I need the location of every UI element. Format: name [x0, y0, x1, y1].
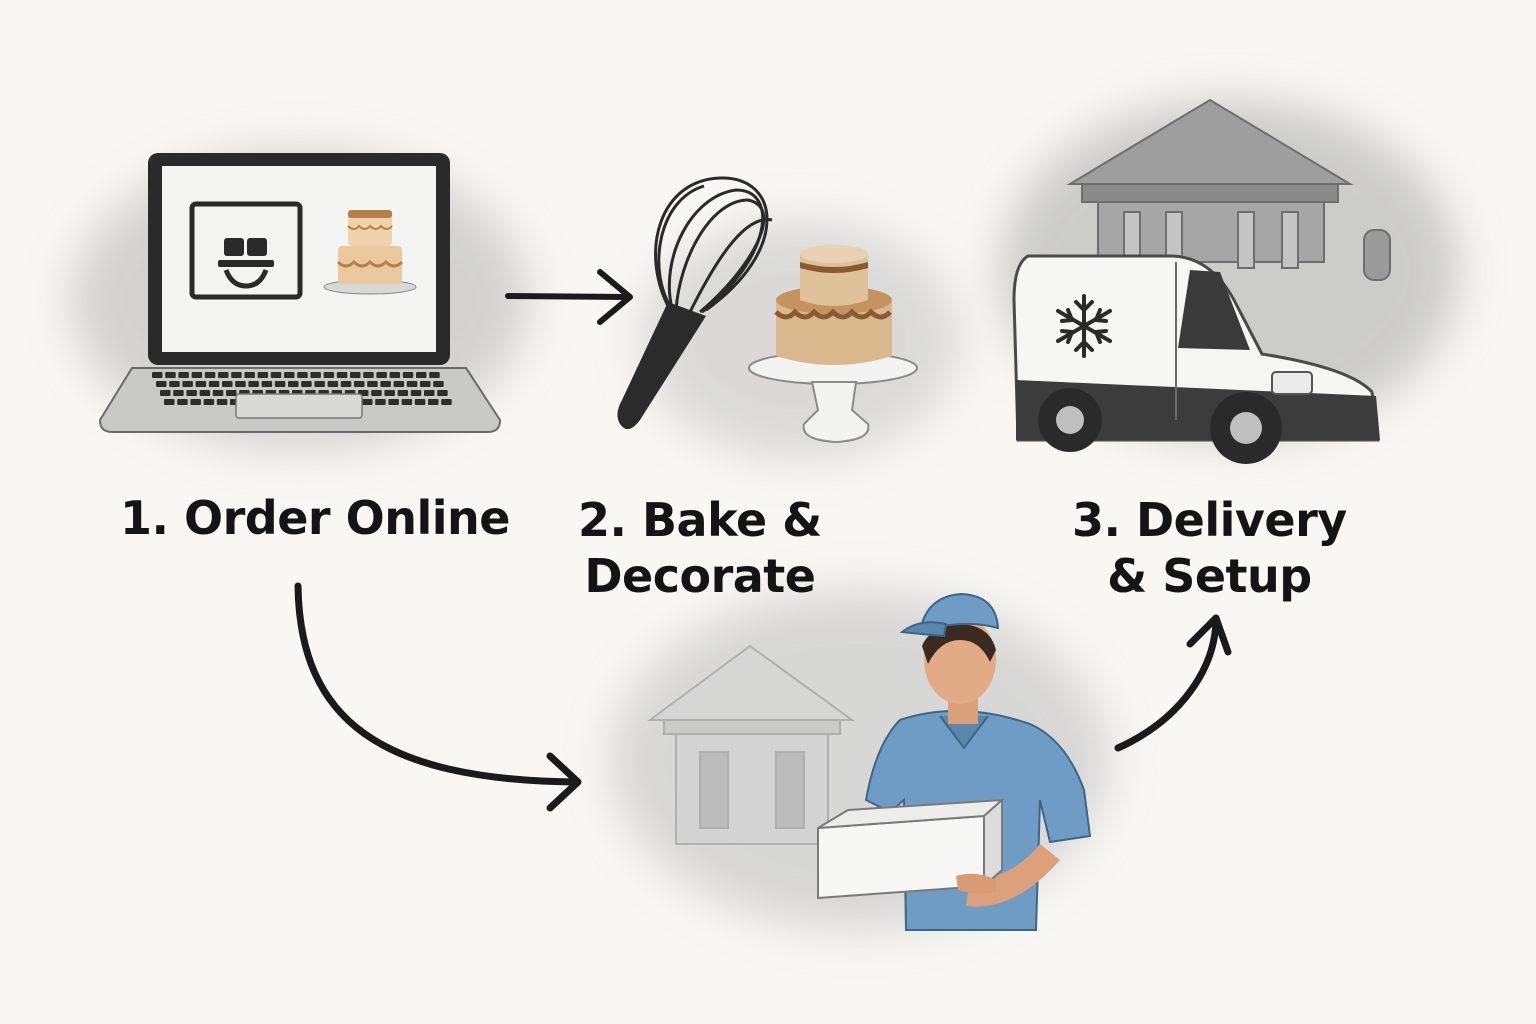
keyboard-key [416, 372, 427, 378]
keyboard-key [203, 399, 215, 405]
keyboard-key [190, 399, 201, 405]
keyboard-key [388, 399, 399, 405]
keyboard-key [156, 381, 167, 387]
step-2-label-line1: 2. Bake & [578, 493, 822, 547]
keyboard-key [212, 390, 224, 396]
step-1-label-line1: 1. Order Online [120, 491, 510, 545]
keyboard-key [414, 399, 426, 405]
keyboard-key [284, 372, 295, 378]
keyboard-key [354, 381, 365, 387]
keyboard-key [363, 372, 374, 378]
keyboard-key [226, 390, 237, 396]
keyboard-key [401, 399, 413, 405]
keyboard-key [169, 381, 180, 387]
laptop-icon [98, 153, 502, 433]
keyboard-key [257, 372, 269, 378]
keyboard-key [165, 372, 176, 378]
whisk-icon [617, 176, 773, 430]
arrow-order-to-bake [505, 269, 633, 325]
step-1-label: 1. Order Online [120, 490, 510, 546]
keyboard-key [410, 390, 422, 396]
cake-box-icon [817, 797, 1005, 900]
step-3-label-line1: 3. Delivery [1072, 493, 1347, 547]
keyboard-key [218, 372, 229, 378]
keyboard-key [323, 372, 335, 378]
keyboard-key [384, 390, 395, 396]
keyboard-key [397, 390, 409, 396]
keyboard-key [244, 372, 255, 378]
keyboard-key [327, 381, 339, 387]
step-2-label: 2. Bake & Decorate [578, 492, 822, 604]
keyboard-key [274, 381, 286, 387]
keyboard-key [222, 381, 233, 387]
keyboard-key [402, 372, 414, 378]
delivery-van-icon [1012, 254, 1380, 464]
keyboard-key [340, 381, 352, 387]
keyboard-key [429, 372, 440, 378]
step-3-label-line2: & Setup [1107, 549, 1312, 603]
keyboard-key [433, 381, 444, 387]
keyboard-key [301, 381, 312, 387]
keyboard-key [420, 381, 431, 387]
keyboard-key [288, 381, 299, 387]
keyboard-key [216, 399, 228, 405]
keyboard-key [208, 381, 220, 387]
keyboard-key [231, 372, 242, 378]
keyboard-key [235, 381, 246, 387]
step-2-label-line2: Decorate [584, 549, 816, 603]
bakery-logo-icon [189, 201, 303, 300]
keyboard-key [182, 381, 193, 387]
keyboard-key [204, 372, 216, 378]
venue-building-icon [1066, 98, 1391, 281]
keyboard-key [350, 372, 361, 378]
arrow-courier-to-delivery [1114, 614, 1232, 752]
keyboard-key [270, 372, 282, 378]
keyboard-key [152, 372, 163, 378]
keyboard-key [424, 390, 435, 396]
keyboard-key [376, 372, 387, 378]
keyboard-key [195, 381, 207, 387]
keyboard-key [367, 381, 378, 387]
keyboard-key [428, 399, 439, 405]
step-3-label: 3. Delivery & Setup [1072, 492, 1347, 604]
keyboard-key [336, 372, 348, 378]
screen-cake-icon [323, 210, 417, 295]
keyboard-key [371, 390, 382, 396]
keyboard-key [186, 390, 197, 396]
keyboard-key [178, 372, 189, 378]
background-building [646, 644, 856, 845]
keyboard-key [173, 390, 184, 396]
snowflake-icon [1056, 294, 1112, 358]
keyboard-key [406, 381, 418, 387]
keyboard-key [310, 372, 321, 378]
keyboard-key [261, 381, 273, 387]
keyboard-key [248, 381, 259, 387]
keyboard-key [393, 381, 405, 387]
keyboard-key [191, 372, 203, 378]
keyboard-key [199, 390, 211, 396]
keyboard-key [380, 381, 391, 387]
keyboard-key [375, 399, 386, 405]
cake-icon [748, 245, 918, 444]
keyboard-key [160, 390, 171, 396]
keyboard-key [441, 399, 452, 405]
keyboard-key [177, 399, 188, 405]
keyboard-key [389, 372, 401, 378]
keyboard-key [164, 399, 175, 405]
keyboard-key [297, 372, 308, 378]
keyboard-key [314, 381, 325, 387]
keyboard-key [437, 390, 448, 396]
arrow-order-to-courier [294, 582, 582, 812]
keyboard-key [362, 399, 373, 405]
